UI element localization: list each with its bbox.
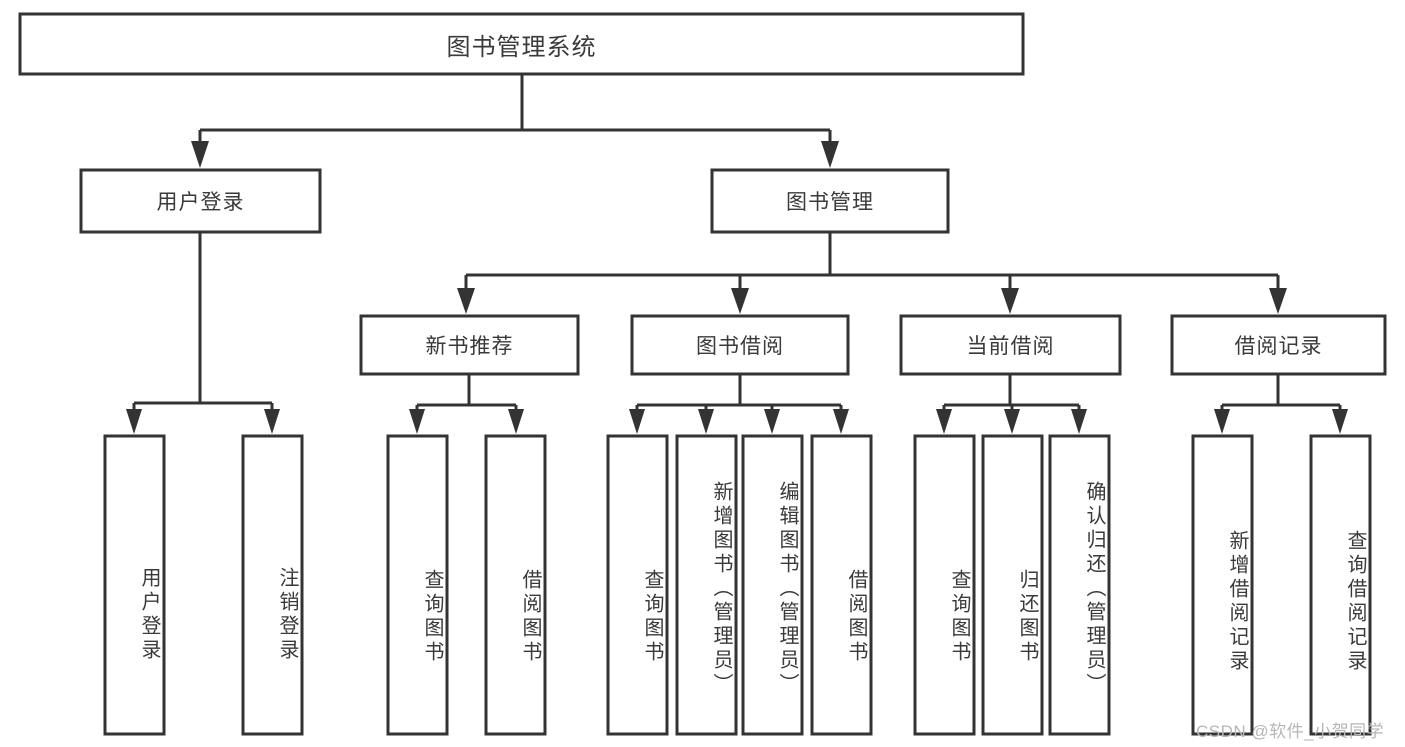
arrow-bb-leaf-1: [698, 409, 714, 434]
arrow-root-to-book-manage: [821, 141, 839, 168]
edges-current-borrow-to-leaves: [936, 374, 1087, 434]
leaf-rect-8[interactable]: [913, 434, 976, 736]
arrow-br-leaf-0: [1214, 409, 1230, 434]
edges-borrow-record-to-leaves: [1214, 374, 1348, 434]
arrow-bm-to-current-borrow: [1001, 288, 1019, 314]
arrow-user-login-leaf-0: [126, 409, 142, 434]
arrow-bm-to-book-borrow: [731, 288, 749, 314]
edges-book-borrow-to-leaves: [629, 374, 849, 434]
arrow-bb-leaf-2: [764, 409, 780, 434]
node-rect-root[interactable]: [18, 12, 1025, 76]
leaf-rect-4[interactable]: [606, 434, 669, 736]
arrow-root-to-user-login: [191, 141, 209, 168]
arrow-cb-leaf-2: [1071, 409, 1087, 434]
arrow-cb-leaf-0: [936, 409, 952, 434]
arrow-user-login-leaf-1: [264, 409, 280, 434]
node-rect-new-book-rec[interactable]: [359, 314, 580, 376]
leaf-rect-10[interactable]: [1048, 434, 1111, 736]
arrow-bm-to-new-book-rec: [457, 288, 475, 314]
leaf-rect-9[interactable]: [981, 434, 1044, 736]
leaf-rect-7[interactable]: [810, 434, 873, 736]
arrow-bm-to-borrow-record: [1269, 288, 1287, 314]
node-rect-current-borrow[interactable]: [899, 314, 1122, 376]
arrow-nbr-leaf-0: [409, 409, 425, 434]
leaf-rect-2[interactable]: [386, 434, 449, 736]
node-rect-book-borrow[interactable]: [630, 314, 850, 376]
leaf-rect-1[interactable]: [241, 434, 304, 736]
node-rect-borrow-record[interactable]: [1170, 314, 1387, 376]
leaf-rect-6[interactable]: [741, 434, 804, 736]
node-rectangles: [18, 12, 1387, 736]
leaf-rect-0[interactable]: [103, 434, 166, 736]
arrow-cb-leaf-1: [1004, 409, 1020, 434]
edges-new-book-rec-to-leaves: [409, 374, 524, 434]
edges-user-login-to-leaves: [126, 232, 280, 434]
leaf-rect-5[interactable]: [675, 434, 738, 736]
leaf-rect-12[interactable]: [1309, 434, 1372, 736]
leaf-rect-11[interactable]: [1191, 434, 1254, 736]
leaf-rect-3[interactable]: [484, 434, 547, 736]
arrow-nbr-leaf-1: [508, 409, 524, 434]
edges-book-manage-to-level2: [457, 232, 1287, 314]
arrow-bb-leaf-3: [833, 409, 849, 434]
node-rect-book-manage[interactable]: [710, 168, 950, 234]
edges-root-to-level1: [191, 74, 839, 168]
watermark-text: CSDN @软件_小贺同学: [1196, 722, 1385, 741]
node-rect-user-login[interactable]: [79, 168, 322, 234]
arrow-br-leaf-1: [1332, 409, 1348, 434]
arrow-bb-leaf-0: [629, 409, 645, 434]
